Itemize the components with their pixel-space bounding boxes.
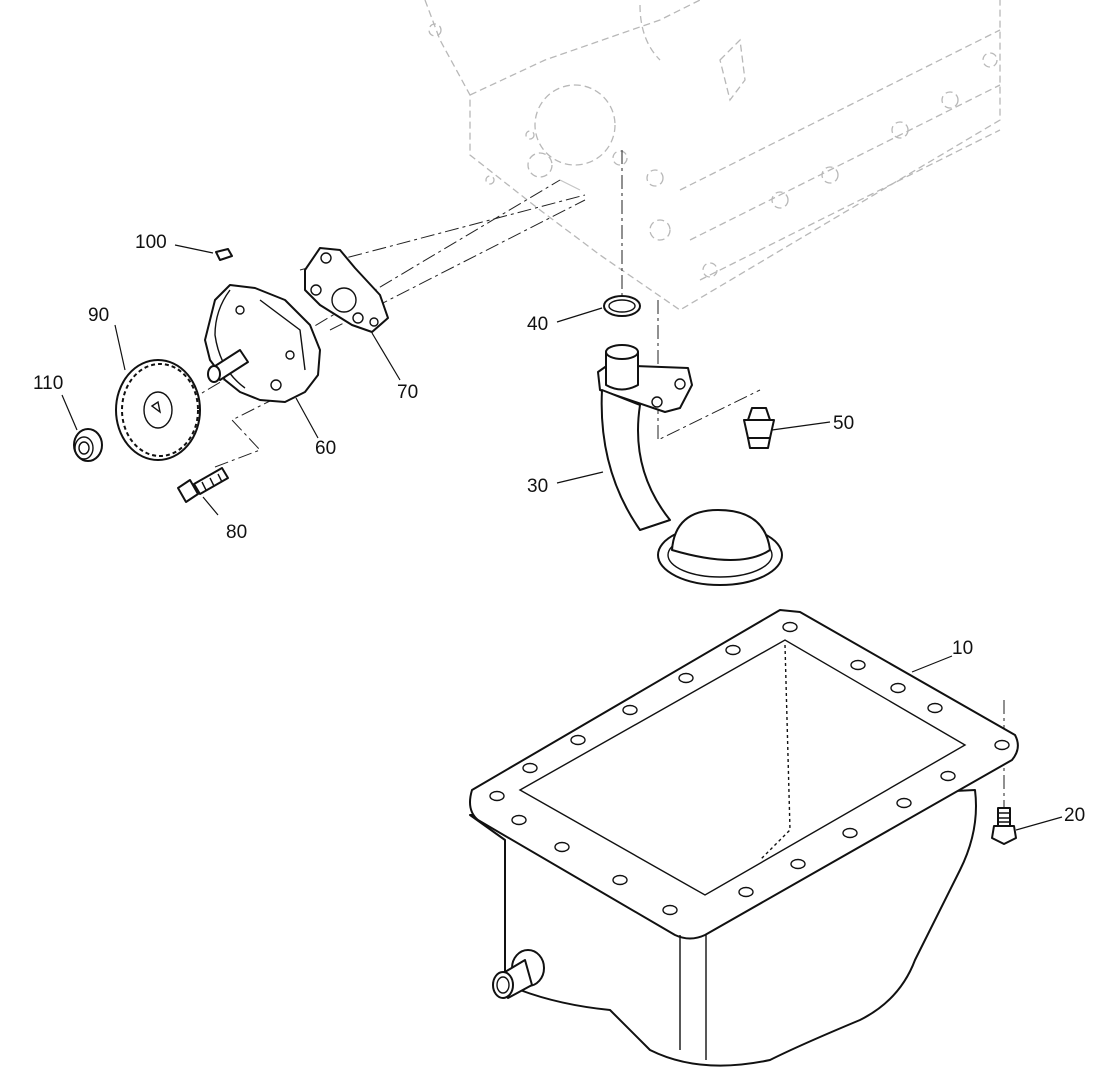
callout-70: 70 [397, 382, 418, 403]
part-50-valve [743, 407, 775, 449]
oil-pan-bolt-holes [489, 621, 1010, 916]
part-20-plug [991, 807, 1017, 845]
part-100-key [215, 248, 233, 261]
part-10-oil-pan [469, 609, 1019, 1067]
part-90-gear [115, 359, 201, 461]
callout-90: 90 [88, 305, 109, 326]
callout-30: 30 [527, 476, 548, 497]
callout-100: 100 [135, 232, 167, 253]
engine-block-ghost [424, 0, 1001, 311]
callout-60: 60 [315, 438, 336, 459]
leader-lines [61, 244, 1063, 831]
callout-40: 40 [527, 314, 548, 335]
part-70-gasket [304, 247, 389, 333]
callout-110: 110 [33, 373, 63, 394]
part-110-nut [73, 428, 103, 462]
part-40-o-ring [603, 295, 641, 317]
callout-20: 20 [1064, 805, 1085, 826]
callout-labels: 10 20 30 40 50 60 70 80 90 100 110 [33, 232, 1085, 826]
part-60-oil-pump [204, 284, 321, 403]
callout-10: 10 [952, 638, 973, 659]
drain-fitting [492, 949, 545, 999]
part-80-bolt [177, 467, 229, 503]
part-30-strainer [597, 344, 783, 586]
callout-50: 50 [833, 413, 854, 434]
callout-80: 80 [226, 522, 247, 543]
